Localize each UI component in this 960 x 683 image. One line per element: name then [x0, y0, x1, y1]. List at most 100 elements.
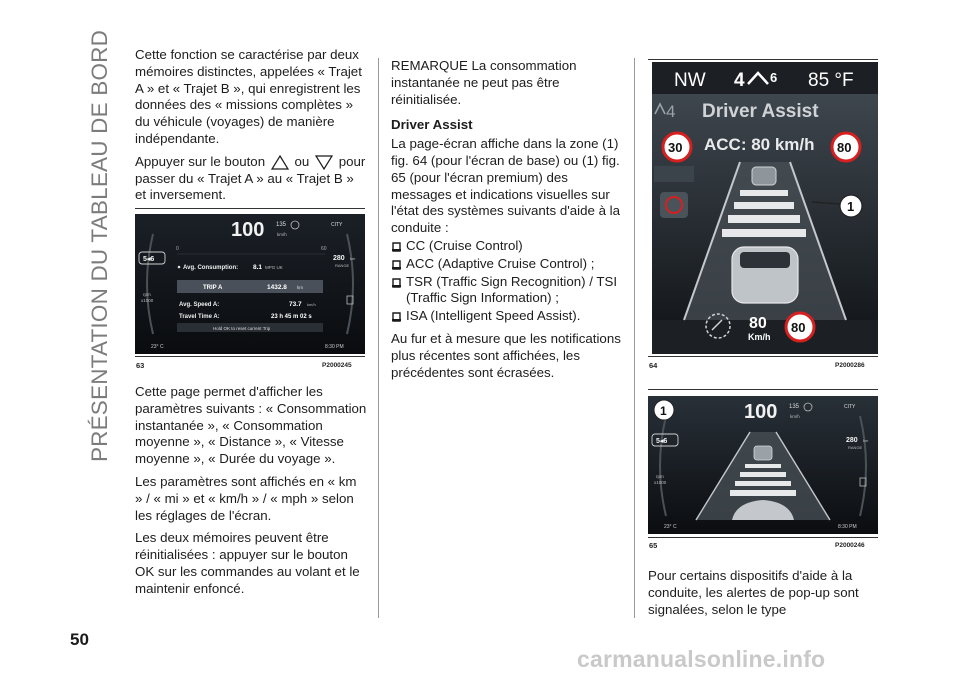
svg-text:80: 80: [791, 320, 805, 335]
list-item: CC (Cruise Control): [391, 238, 629, 255]
fig63-scale-0: 0: [176, 246, 179, 252]
fig63-range-unit: km: [350, 256, 356, 261]
fig63-code: P2000245: [322, 362, 352, 369]
fig65-clock: 8:30 PM: [838, 524, 857, 530]
car-bullet-icon: [392, 312, 401, 322]
fig63-avg-speed-unit: km/h: [307, 302, 316, 307]
figure-63-trip-screen: 100 135 km/h CITY 0 60 5◂6 rpm x1000 280…: [135, 214, 365, 354]
triangle-down-icon: [315, 155, 334, 170]
column-1: Cette fonction se caractérise par deux m…: [135, 47, 367, 210]
col2-paragraph-2: Au fur et à mesure que les notifications…: [391, 330, 621, 380]
fig65-rpm: rpm: [656, 474, 664, 479]
fig63-limit-unit: km/h: [277, 232, 287, 237]
fig63-avg-cons-label: Avg. Consumption:: [183, 265, 238, 271]
fig63-range-label: RANGE: [335, 263, 350, 268]
col2-paragraph-1: La page-écran affiche dans la zone (1) f…: [391, 136, 621, 236]
col3-paragraph-1: Pour certains dispositifs d'aide à la co…: [648, 568, 859, 617]
fig63-speedometer-icon: [290, 220, 300, 230]
fig63-trip-label: TRIP A: [203, 285, 223, 291]
car-bullet-icon: [392, 277, 401, 288]
fig63-city: CITY: [331, 222, 343, 228]
fig64-number: 64: [649, 361, 658, 370]
figure-64-driver-assist-basic: NW 4 6 85 °F 4 Driver Assist 30 ACC: 80 …: [652, 62, 878, 354]
fig65-callout: [653, 399, 675, 421]
column-1-continued: Cette page permet d'afficher les paramèt…: [135, 384, 367, 604]
page-number: 50: [70, 630, 89, 649]
svg-text:1: 1: [847, 199, 854, 214]
remark-paragraph: REMARQUE La consommation instantanée ne …: [391, 58, 577, 107]
col1-paragraph-1: Cette fonction se caractérise par deux m…: [135, 47, 362, 146]
fig64-acc: ACC: 80 km/h: [704, 135, 815, 154]
fig65-speed: 100: [744, 401, 777, 423]
column-2: REMARQUE La consommation instantanée ne …: [391, 58, 629, 387]
fig63-travel-val: 23 h 45 m 02 s: [271, 314, 312, 320]
fig63-gear-indicator: [138, 251, 166, 265]
fig65-top-rule: [648, 389, 878, 390]
car-bullet-icon: [392, 260, 401, 270]
fig64-set-unit: Km/h: [748, 332, 771, 342]
fig63-limit: 135: [276, 222, 287, 228]
fig63-rpm-x: x1000: [141, 298, 154, 303]
fig64-sign-left: [661, 131, 693, 163]
fig65-rpm-x: x1000: [654, 480, 667, 485]
fig65-number: 65: [649, 541, 658, 550]
fuel-pump-icon: [859, 477, 867, 487]
fig64-code: P2000286: [835, 362, 865, 369]
fig65-own-car: [732, 500, 794, 520]
fig65-limit-unit: km/h: [790, 414, 800, 419]
fig63-avg-cons-val: 8.1: [253, 264, 262, 271]
fig64-top-rule: [648, 59, 878, 60]
fig65-range-val: 280: [846, 437, 858, 444]
fig63-avg-speed-label: Avg. Speed A:: [179, 302, 219, 308]
fig63-top-rule: [135, 208, 365, 209]
list-item: ISA (Intelligent Speed Assist).: [391, 308, 629, 325]
list-item: TSR (Traffic Sign Recognition) / TSI (Tr…: [391, 274, 629, 308]
fig63-trip-val: 1432.8: [267, 284, 287, 291]
fig63-range-val: 280: [333, 255, 345, 262]
svg-text:80: 80: [837, 140, 851, 155]
fig64-gear-shift-icon: [747, 71, 769, 85]
fig64-gear-right: 6: [770, 70, 777, 85]
fig64-set-speed: 80: [749, 315, 767, 332]
list-item: ACC (Adaptive Cruise Control) ;: [391, 256, 629, 273]
fig63-bottom-rule: [135, 356, 365, 357]
fig64-temp: 85 °F: [808, 70, 854, 91]
fig64-road: [684, 162, 846, 320]
fig65-city: CITY: [844, 404, 856, 410]
col1-paragraph-2: Appuyer sur le bouton ou pour passer du …: [135, 153, 366, 203]
fig63-clock: 8:30 PM: [325, 344, 344, 350]
watermark: carmanualsonline.info: [577, 646, 826, 672]
fig64-bottom-rule: [648, 356, 878, 357]
fig63-avg-speed-val: 73.7: [289, 301, 302, 308]
svg-text:1: 1: [660, 404, 667, 418]
driver-assist-heading: Driver Assist: [391, 117, 473, 133]
fig64-heading: NW: [674, 70, 706, 91]
fig64-sign-right: [830, 131, 862, 163]
fig64-small-shift-icon: [654, 102, 666, 115]
fig63-gear: 5◂6: [143, 256, 154, 263]
fig65-gear-indicator: [651, 433, 679, 447]
assist-systems-list: CC (Cruise Control) ACC (Adaptive Cruise…: [391, 238, 629, 325]
fig64-gear-left: 4: [734, 70, 745, 91]
fig63-speed: 100: [231, 219, 264, 241]
fig64-gauge-icon: [705, 313, 731, 339]
car-bullet-icon: [392, 242, 401, 252]
col1-paragraph-3: Cette page permet d'afficher les paramèt…: [135, 384, 367, 467]
fig63-temp: 23° C: [151, 344, 164, 350]
fig65-bottom-rule: [648, 537, 878, 538]
col1-paragraph-4: Les paramètres sont affichés en « km » /…: [135, 473, 357, 523]
fig65-limit: 135: [789, 404, 800, 410]
fig65-temp: 23° C: [664, 524, 677, 530]
fuel-pump-icon: [346, 295, 354, 305]
fig65-code: P2000246: [835, 542, 865, 549]
svg-text:30: 30: [668, 140, 682, 155]
column-3: Pour certains dispositifs d'aide à la co…: [648, 568, 876, 624]
fig64-overtake-icon: [660, 192, 688, 218]
column-divider-2: [634, 58, 635, 618]
fig65-lead-car: [753, 445, 773, 461]
fig63-travel-label: Travel Time A:: [179, 314, 220, 320]
fig64-callout: [839, 194, 863, 218]
fig63-scale-60: 60: [321, 246, 327, 252]
fig63-hold-hint: Hold OK to reset current Trip: [213, 326, 271, 331]
fig63-trip-unit: km: [297, 285, 303, 290]
